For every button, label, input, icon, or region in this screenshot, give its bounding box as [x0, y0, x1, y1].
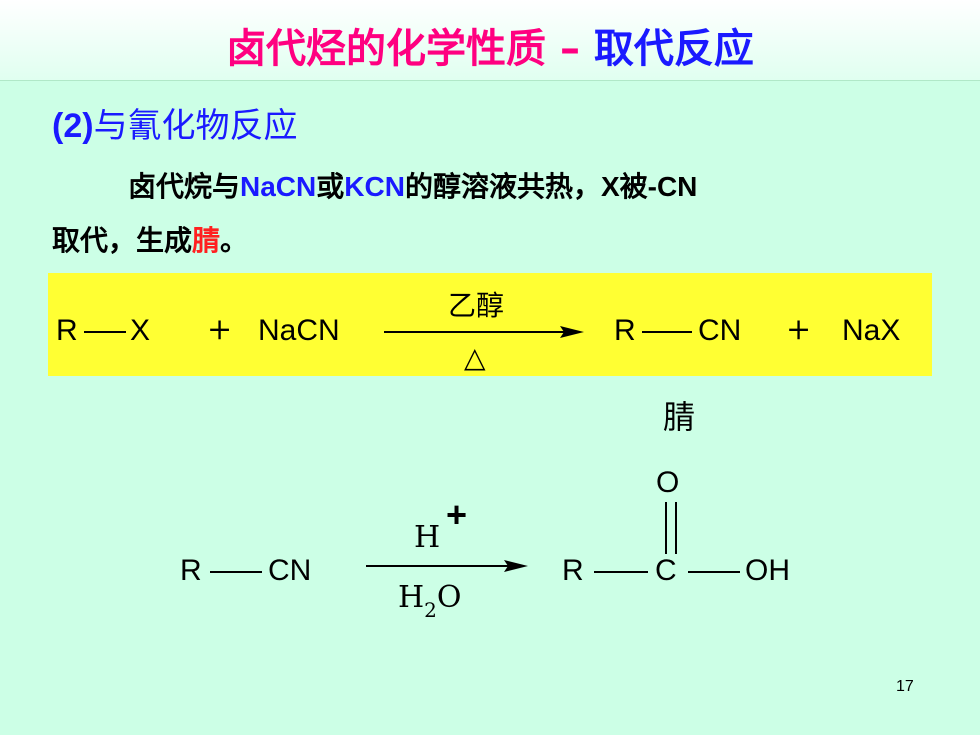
- eq1-reagent: NaCN: [258, 314, 340, 347]
- eq2-rcn-bond: [210, 571, 262, 573]
- para-kcn: KCN: [344, 171, 405, 202]
- eq1-plus1: +: [207, 312, 233, 347]
- para-nacn: NaCN: [240, 171, 317, 202]
- eq2-product-r: R: [562, 554, 584, 587]
- eq2-oh: OH: [745, 554, 790, 587]
- eq2-carbonyl-o: O: [656, 466, 680, 499]
- eq2-solvent-h: H: [398, 580, 425, 615]
- eq1-byproduct: NaX: [842, 314, 901, 347]
- eq2-solvent-o: O: [436, 580, 462, 615]
- equation1-highlight: [48, 273, 932, 376]
- title-topic: 卤代烃的化学性质: [226, 26, 547, 72]
- eq2-c-oh-bond: [688, 571, 740, 573]
- eq1-above-arrow: 乙醇: [448, 289, 505, 322]
- title-bar: [0, 0, 980, 81]
- title-subtopic: 取代反应: [593, 26, 754, 72]
- eq1-rx-bond: [84, 331, 126, 333]
- eq2-solvent-sub: 2: [424, 598, 437, 622]
- title-dash: –: [546, 26, 594, 72]
- eq1-nitrile-label: 腈: [663, 398, 696, 436]
- description-paragraph: 卤代烷与NaCN或KCN的醇溶液共热，X被-CN 取代，生成腈。: [52, 160, 932, 268]
- eq1-x: X: [130, 314, 151, 347]
- section-title: 与氰化物反应: [93, 107, 298, 145]
- para-nitrile: 腈: [192, 224, 221, 257]
- eq1-below-arrow: △: [464, 341, 486, 374]
- eq1-plus2: +: [786, 312, 812, 347]
- eq1-r: R: [56, 314, 78, 347]
- eq2-catalyst: H: [414, 520, 440, 555]
- para-text-2: 或: [316, 170, 345, 203]
- section-number: (2): [52, 107, 94, 145]
- slide-title: 卤代烃的化学性质 – 取代反应: [0, 16, 980, 74]
- eq2-solvent: H2O: [398, 580, 462, 622]
- eq1-product-r: R: [614, 314, 636, 347]
- eq2-arrow: [366, 560, 528, 572]
- eq2-catalyst-sup: +: [446, 494, 468, 535]
- para-text-5: 。: [220, 224, 249, 257]
- eq1-arrow: [384, 326, 584, 338]
- eq2-rc-bond: [594, 571, 648, 573]
- page-number: 17: [896, 678, 914, 695]
- para-x-cn: X被-CN: [600, 171, 698, 202]
- para-text-3: 的醇溶液共热，: [404, 170, 601, 203]
- eq1-rcn-bond: [642, 331, 692, 333]
- eq2-double-bond-left: [665, 502, 667, 554]
- eq2-cn: CN: [268, 554, 312, 587]
- section-heading: (2)与氰化物反应: [52, 98, 298, 147]
- eq2-catalyst-h: H: [414, 520, 441, 555]
- para-text-4: 取代，生成: [52, 224, 193, 257]
- eq1-cn: CN: [698, 314, 742, 347]
- eq2-carbon: C: [655, 554, 677, 587]
- eq2-double-bond-right: [675, 502, 677, 554]
- eq2-r: R: [180, 554, 202, 587]
- para-text-1: 卤代烷与: [128, 170, 241, 203]
